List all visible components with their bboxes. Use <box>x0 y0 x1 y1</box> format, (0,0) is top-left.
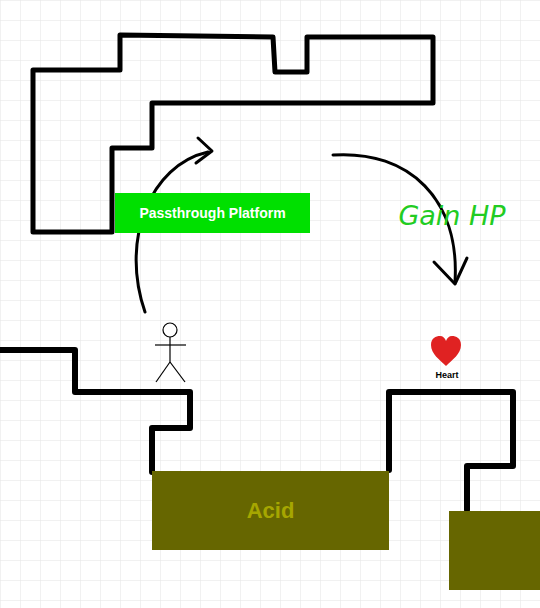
arrow-head <box>434 258 467 284</box>
player-figure <box>155 323 186 382</box>
item-label: Heart <box>435 370 458 380</box>
arrow-head <box>196 138 212 163</box>
upper-platform-outline <box>33 35 433 232</box>
node-text: Acid <box>247 498 295 524</box>
acid-pool: Acid <box>152 471 389 550</box>
gain-hp-note: Gain HP <box>398 200 505 231</box>
passthrough-platform: Passthrough Platform <box>115 193 310 233</box>
node-text: Passthrough Platform <box>139 205 285 221</box>
right-ground <box>389 392 513 510</box>
left-ground <box>0 350 190 472</box>
acid-pool <box>449 511 540 590</box>
heart-icon <box>431 336 461 366</box>
